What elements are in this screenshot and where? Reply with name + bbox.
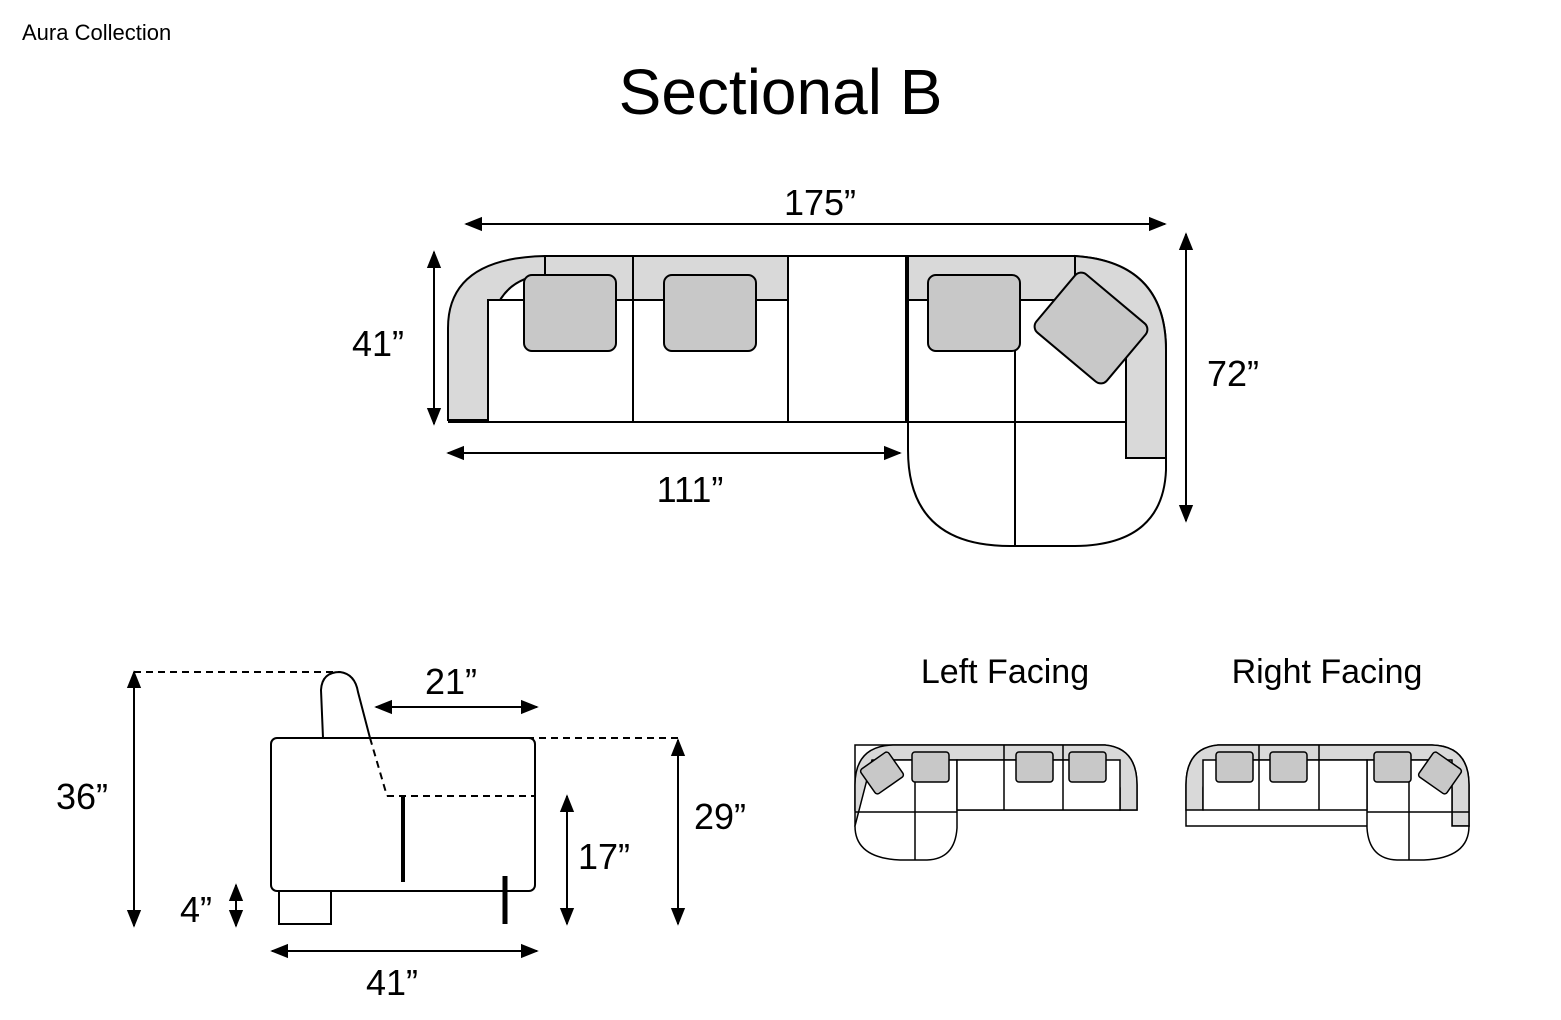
seat-height-label: 17” [578, 836, 630, 877]
right-facing-label: Right Facing [1232, 653, 1423, 691]
side-view-profile [134, 670, 678, 925]
total-height-label: 36” [56, 776, 108, 817]
arm-height-label: 29” [694, 796, 746, 837]
side-depth-label: 41” [366, 962, 418, 1003]
armless-seat [787, 255, 907, 423]
pillow [927, 274, 1021, 352]
pillow [523, 274, 617, 352]
depth-label: 41” [352, 323, 404, 364]
left-facing-label: Left Facing [921, 653, 1089, 691]
seat-depth-label: 21” [425, 661, 477, 702]
backrest [319, 670, 371, 739]
page-title: Sectional B [618, 56, 943, 128]
chaise-depth-label: 72” [1207, 353, 1259, 394]
left-facing-diagram [854, 744, 1138, 861]
sofa-length-label: 111” [657, 469, 724, 510]
leg-height-label: 4” [180, 889, 212, 930]
front-leg [278, 890, 332, 925]
pillow [663, 274, 757, 352]
right-facing-diagram [1185, 744, 1470, 861]
top-view-sectional [447, 254, 1167, 547]
collection-name: Aura Collection [22, 20, 172, 45]
pillow [1033, 271, 1149, 385]
overall-width-label: 175” [784, 182, 856, 223]
